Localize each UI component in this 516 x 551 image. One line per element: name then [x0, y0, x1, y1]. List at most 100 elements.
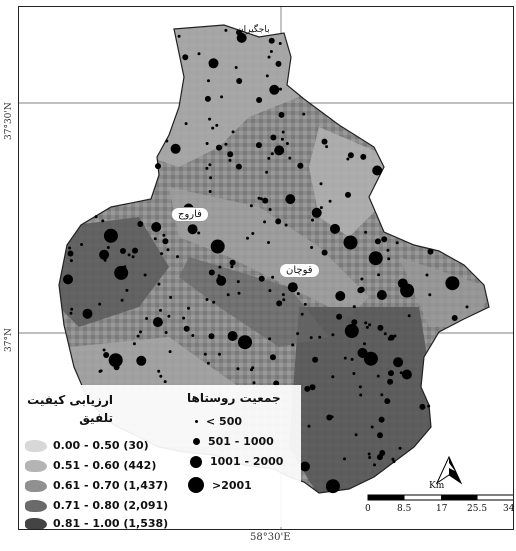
village-point — [216, 144, 222, 151]
village-point — [69, 259, 73, 263]
village-point — [208, 163, 212, 167]
village-point — [321, 249, 328, 256]
scale-unit: Km — [429, 481, 445, 491]
village-point — [197, 52, 201, 56]
village-point — [204, 95, 211, 102]
legend-quality-label: 0.71 - 0.80 (2,091) — [53, 499, 169, 512]
village-point — [325, 145, 329, 149]
village-point — [281, 130, 285, 134]
village-point — [257, 196, 261, 200]
village-point — [383, 332, 387, 336]
village-point — [82, 308, 93, 319]
village-point — [311, 207, 322, 218]
village-point — [143, 273, 147, 277]
village-point — [291, 343, 295, 347]
village-point — [285, 194, 296, 205]
village-point — [237, 291, 241, 295]
village-point — [212, 300, 216, 304]
scale-tick: 8.5 — [397, 504, 412, 514]
village-point — [208, 333, 215, 340]
village-point — [63, 274, 73, 285]
village-point — [125, 288, 129, 292]
village-point — [162, 233, 166, 237]
village-point — [368, 251, 383, 266]
legend-quality-item: 0.71 - 0.80 (2,091) — [25, 499, 168, 512]
village-point — [197, 231, 201, 235]
village-point — [307, 424, 311, 428]
village-point — [318, 335, 322, 339]
village-point — [275, 218, 282, 225]
village-point — [251, 232, 255, 235]
village-point — [360, 153, 367, 160]
legend-quality-title-line2: تلفیق — [79, 411, 113, 425]
swatch-class-3-icon — [25, 479, 47, 492]
village-point — [296, 332, 300, 336]
village-point — [364, 321, 368, 325]
village-point — [285, 142, 289, 145]
village-point — [388, 337, 392, 341]
village-point — [162, 238, 169, 245]
village-point — [401, 369, 412, 380]
village-point — [182, 54, 189, 61]
scale-tick: 25.5 — [467, 504, 488, 514]
village-point — [427, 404, 431, 408]
village-point — [312, 356, 319, 363]
village-point — [151, 222, 162, 232]
village-point — [388, 370, 394, 377]
village-point — [335, 291, 346, 301]
village-point — [278, 42, 282, 45]
village-point — [101, 219, 105, 223]
village-point — [358, 385, 362, 389]
village-point — [387, 257, 391, 261]
village-point — [235, 163, 242, 170]
village-point — [131, 255, 135, 259]
village-point — [419, 403, 426, 410]
village-point — [103, 352, 110, 358]
village-point — [152, 317, 163, 328]
village-point — [288, 156, 292, 160]
village-point — [374, 238, 381, 245]
village-point — [343, 235, 358, 250]
village-point — [268, 337, 272, 341]
village-point — [268, 289, 272, 293]
village-point — [229, 259, 236, 266]
village-point — [207, 79, 210, 83]
village-point — [376, 454, 383, 461]
village-point — [300, 461, 310, 472]
place-label-bajgiran: باجگیران — [237, 25, 270, 35]
village-point — [297, 162, 304, 169]
village-point — [211, 126, 215, 130]
scale-tick: 34 — [503, 504, 514, 514]
village-point — [300, 312, 304, 316]
legend-population-label: 1001 - 2000 — [210, 455, 284, 468]
village-point — [276, 300, 283, 307]
village-point — [132, 247, 138, 254]
village-point — [407, 314, 411, 318]
village-point — [226, 293, 230, 297]
legend-quality-item: 0.81 - 1.00 (1,538) — [25, 517, 168, 529]
village-point — [392, 460, 396, 464]
village-point — [351, 319, 358, 326]
village-point — [345, 191, 351, 198]
village-point — [376, 374, 380, 378]
village-point — [360, 277, 364, 281]
dot-size-3-icon — [190, 455, 202, 468]
village-point — [357, 287, 364, 294]
village-point — [127, 253, 131, 257]
village-point — [280, 137, 284, 141]
village-point — [303, 302, 307, 306]
village-point — [445, 276, 460, 291]
village-point — [205, 142, 209, 145]
village-point — [205, 166, 209, 170]
legend-population-item: >2001 — [187, 477, 252, 493]
village-point — [227, 151, 234, 158]
village-point — [368, 456, 372, 459]
village-point — [69, 311, 73, 315]
village-point — [249, 204, 253, 208]
village-point — [99, 369, 103, 373]
village-point — [68, 246, 72, 250]
village-point — [271, 275, 275, 279]
village-point — [331, 375, 335, 379]
village-point — [365, 325, 369, 329]
village-point — [157, 369, 161, 373]
